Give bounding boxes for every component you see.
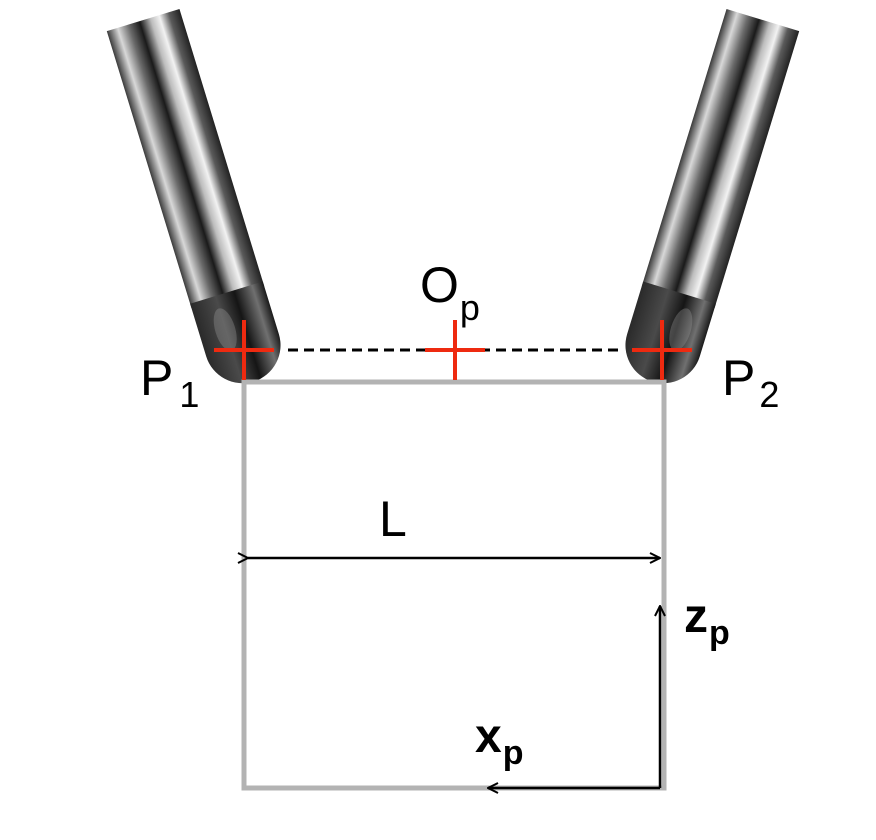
probe-right [625,8,800,384]
label-origin: Op [420,257,480,328]
label-length: L [379,491,407,547]
probe-left [106,8,281,384]
probe-left-tip-icon [190,281,281,384]
probe-left-shaft [106,8,265,309]
crosshair-op-icon [425,320,485,380]
label-x-axis: xp [475,710,523,772]
workpiece-frame [241,379,667,791]
crosshair-p2-icon [632,320,692,380]
probe-right-shaft [641,8,800,309]
label-z-axis: zp [684,590,730,652]
crosshair-p1-icon [214,320,274,380]
probe-right-tip-icon [625,281,716,384]
